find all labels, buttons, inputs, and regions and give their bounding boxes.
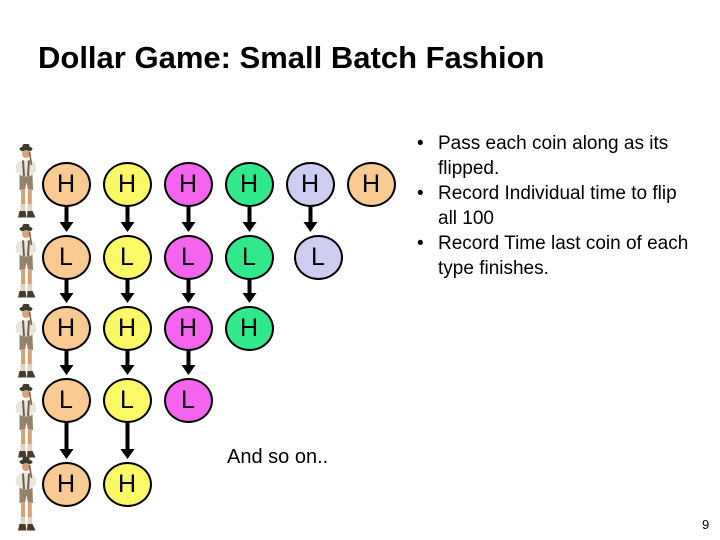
lederhosen-man-icon (12, 142, 42, 222)
coin-L-oval: L (224, 234, 274, 280)
page-number: 9 (702, 517, 710, 532)
down-arrow-icon (59, 207, 74, 232)
lederhosen-man-icon (12, 222, 42, 302)
coin-H-oval: H (285, 161, 335, 207)
coin-L-oval: L (41, 234, 91, 280)
down-arrow-icon (303, 207, 318, 232)
down-arrow-icon (120, 280, 135, 303)
coin-H-oval: H (102, 305, 152, 351)
coin-L-oval: L (163, 234, 213, 280)
down-arrow-icon (120, 423, 135, 459)
down-arrow-icon (242, 207, 257, 232)
coin-H-oval: H (346, 161, 396, 207)
down-arrow-icon (181, 207, 196, 232)
coin-L-oval: L (293, 234, 343, 280)
coin-H-oval: H (102, 161, 152, 207)
bullet-item: Record Individual time to flip all 100 (414, 181, 696, 231)
bullet-item: Record Time last coin of each type finis… (414, 231, 696, 281)
coin-L-oval: L (102, 234, 152, 280)
coin-H-oval: H (41, 161, 91, 207)
coin-L-oval: L (41, 377, 91, 423)
coin-H-oval: H (224, 161, 274, 207)
down-arrow-icon (120, 351, 135, 375)
bullet-list: Pass each coin along as its flipped.Reco… (414, 131, 696, 281)
bullet-item: Pass each coin along as its flipped. (414, 131, 696, 181)
down-arrow-icon (181, 351, 196, 375)
down-arrow-icon (59, 280, 74, 303)
coin-L-oval: L (163, 377, 213, 423)
coin-H-oval: H (41, 461, 91, 507)
coin-H-oval: H (163, 305, 213, 351)
down-arrow-icon (59, 423, 74, 459)
coin-H-oval: H (41, 305, 91, 351)
slide-title: Dollar Game: Small Batch Fashion (38, 40, 545, 75)
coin-H-oval: H (163, 161, 213, 207)
coin-H-oval: H (102, 461, 152, 507)
lederhosen-man-icon (12, 382, 42, 462)
lederhosen-man-icon (12, 302, 42, 382)
and-so-on-label: And so on.. (227, 446, 329, 468)
coin-L-oval: L (102, 377, 152, 423)
down-arrow-icon (181, 280, 196, 303)
down-arrow-icon (120, 207, 135, 232)
lederhosen-man-icon (12, 455, 42, 535)
down-arrow-icon (242, 280, 257, 303)
coin-H-oval: H (224, 305, 274, 351)
down-arrow-icon (59, 351, 74, 375)
